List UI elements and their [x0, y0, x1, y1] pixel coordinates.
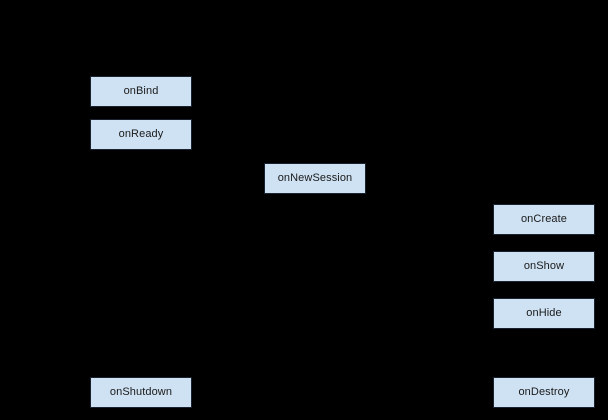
node-oncreate[interactable]: onCreate [493, 204, 595, 235]
node-onhide[interactable]: onHide [493, 298, 595, 329]
node-onshow[interactable]: onShow [493, 251, 595, 282]
node-label-oncreate: onCreate [520, 213, 568, 225]
node-label-onready: onReady [118, 128, 164, 140]
node-ondestroy[interactable]: onDestroy [493, 377, 595, 408]
node-label-onnewsession: onNewSession [277, 172, 353, 184]
node-onbind[interactable]: onBind [90, 76, 192, 107]
node-label-onshutdown: onShutdown [109, 386, 173, 398]
node-label-onshow: onShow [523, 260, 565, 272]
node-onshutdown[interactable]: onShutdown [90, 377, 192, 408]
node-label-onhide: onHide [526, 307, 562, 319]
node-onready[interactable]: onReady [90, 119, 192, 150]
node-label-ondestroy: onDestroy [518, 386, 570, 398]
node-label-onbind: onBind [123, 85, 159, 97]
node-onnewsession[interactable]: onNewSession [264, 163, 366, 194]
